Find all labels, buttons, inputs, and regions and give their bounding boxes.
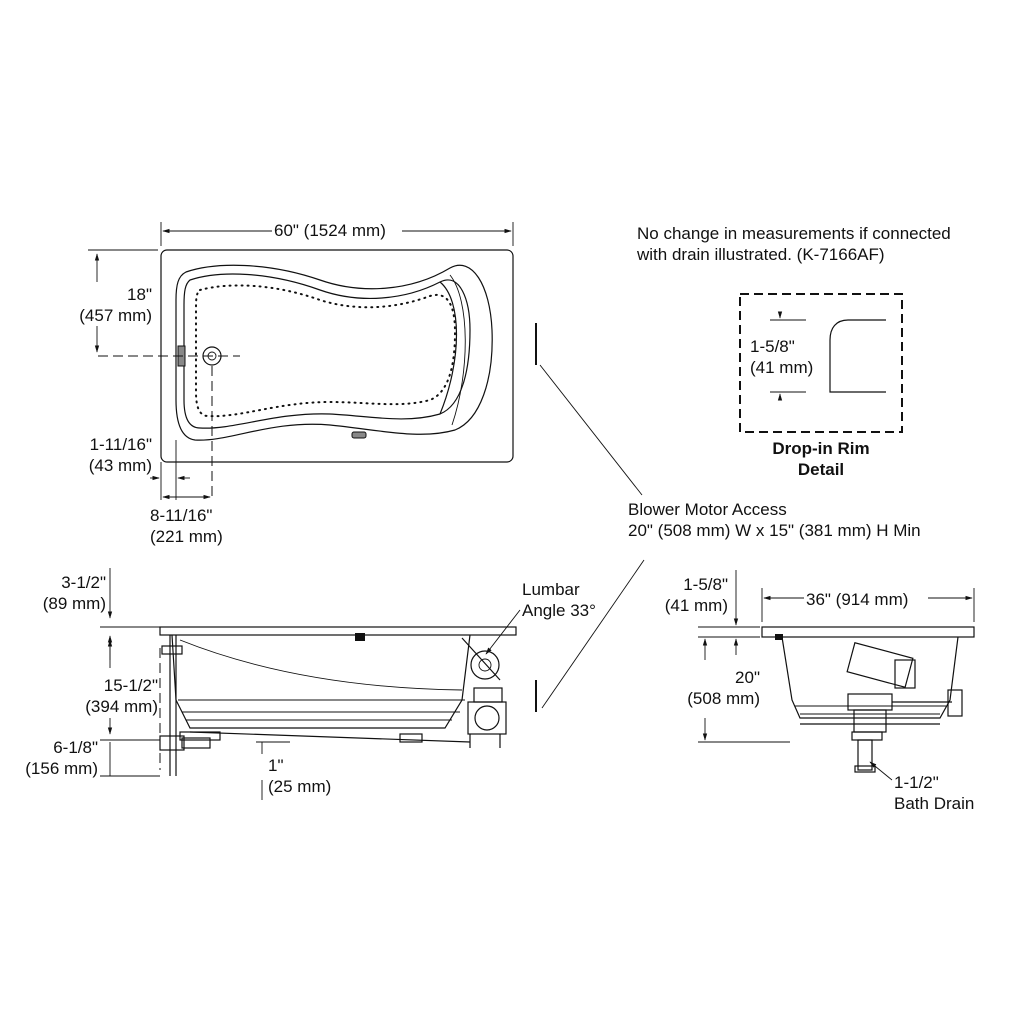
end-height-dimension-mm: (508 mm) (687, 689, 760, 708)
end-rim-dimension-mm: (41 mm) (664, 596, 728, 615)
basin-outline (175, 264, 493, 441)
rim-detail (739, 293, 903, 433)
lumbar-label: Lumbar (522, 580, 580, 599)
body-height-dimension-mm: (394 mm) (85, 697, 158, 716)
air-jet-line (195, 284, 457, 418)
foot-height-dimension-mm: (25 mm) (268, 777, 332, 796)
drain-height-dimension-mm: (156 mm) (25, 759, 98, 778)
blower-access-leader (535, 323, 645, 712)
top-depth-dimension-mm: (457 mm) (79, 306, 152, 325)
end-width-dimension: 36" (914 mm) (806, 590, 909, 609)
blower-motor (461, 637, 507, 748)
blower-access-size: 20" (508 mm) W x 15" (381 mm) H Min (628, 521, 921, 540)
note-line-1: No change in measurements if connected (637, 224, 951, 243)
side-view (100, 568, 521, 800)
rim-width-dimension-mm: (43 mm) (88, 456, 152, 475)
rim-height-dimension: 3-1/2" (61, 573, 106, 592)
end-rim-dimension: 1-5/8" (683, 575, 728, 594)
tub-rim-outline (160, 249, 514, 463)
end-view (698, 570, 975, 781)
rim-width-dimension: 1-11/16" (89, 435, 152, 454)
note-line-2: with drain illustrated. (K-7166AF) (637, 245, 885, 264)
top-width-dimension: 60" (1524 mm) (274, 221, 386, 240)
bath-drain-label: Bath Drain (894, 794, 975, 813)
body-height-dimension: 15-1/2" (103, 676, 158, 695)
rim-detail-dimension: 1-5/8" (750, 337, 795, 356)
bath-drain-size: 1-1/2" (894, 773, 939, 792)
foot-height-dimension: 1" (268, 756, 284, 775)
rim-detail-title: Drop-in Rim (772, 439, 870, 458)
blower-access-title: Blower Motor Access (628, 500, 787, 519)
lumbar-angle-label: Angle 33° (522, 601, 596, 620)
rim-detail-subtitle: Detail (797, 460, 845, 479)
rim-detail-dimension-mm: (41 mm) (750, 358, 814, 377)
top-depth-dimension: 18" (127, 285, 152, 304)
drain-height-dimension: 6-1/8" (53, 738, 98, 757)
rim-height-dimension-mm: (89 mm) (42, 594, 106, 613)
end-height-dimension: 20" (735, 668, 760, 687)
top-view (88, 222, 514, 500)
drain-offset-dimension: 8-11/16" (150, 506, 213, 525)
drain-offset-dimension-mm: (221 mm) (150, 527, 223, 546)
